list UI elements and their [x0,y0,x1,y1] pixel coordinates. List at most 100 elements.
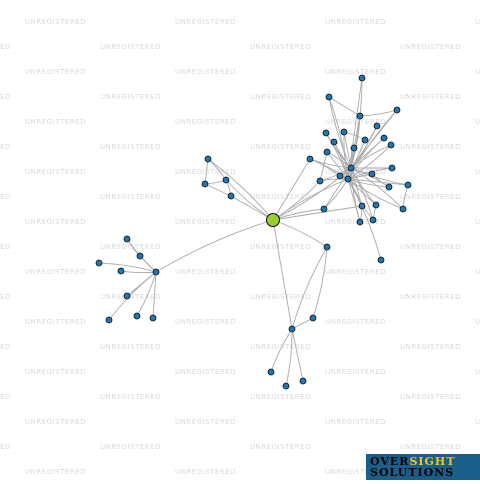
graph-node[interactable] [133,312,141,320]
graph-node[interactable] [393,106,401,114]
graph-node[interactable] [344,175,352,183]
watermark-text: UNREGISTERED [25,268,86,276]
watermark-text: UNREGISTERED [475,68,480,76]
graph-node[interactable] [325,93,333,101]
watermark-text: UNREGISTERED [475,218,480,226]
graph-edge [350,115,361,169]
graph-node[interactable] [299,377,307,385]
graph-node[interactable] [136,252,144,260]
graph-node[interactable] [204,155,212,163]
watermark-text: UNREGISTERED [475,168,480,176]
oversight-solutions-logo: OVERSIGHT SOLUTIONS [366,454,480,480]
graph-node[interactable] [356,112,364,120]
watermark-text: UNREGISTERED [0,193,11,201]
graph-node[interactable] [385,183,393,191]
graph-edge [312,246,328,319]
watermark-text: UNREGISTERED [250,443,311,451]
watermark-text: UNREGISTERED [25,118,86,126]
graph-node[interactable] [117,267,125,275]
watermark-text: UNREGISTERED [400,243,461,251]
graph-node[interactable] [323,243,331,251]
watermark-text: UNREGISTERED [475,318,480,326]
watermark-text: UNREGISTERED [25,368,86,376]
graph-edge [291,328,304,382]
graph-node[interactable] [322,129,330,137]
graph-node[interactable] [227,192,235,200]
watermark-text: UNREGISTERED [325,418,386,426]
watermark-text: UNREGISTERED [175,418,236,426]
watermark-text: UNREGISTERED [0,393,11,401]
graph-node[interactable] [123,235,131,243]
graph-node[interactable] [387,141,395,149]
watermark-text: UNREGISTERED [25,318,86,326]
graph-node[interactable] [152,268,160,276]
graph-edge [155,219,274,273]
watermark-text: UNREGISTERED [100,243,161,251]
graph-node[interactable] [350,144,358,152]
graph-node[interactable] [358,74,366,82]
graph-node[interactable] [340,128,348,136]
graph-node[interactable] [373,122,381,130]
watermark-text: UNREGISTERED [175,18,236,26]
graph-node[interactable] [95,259,103,267]
watermark-text: UNREGISTERED [400,93,461,101]
watermark-text: UNREGISTERED [475,368,480,376]
graph-node[interactable] [222,176,230,184]
watermark-text: UNREGISTERED [0,93,11,101]
graph-node[interactable] [347,164,355,172]
watermark-text: UNREGISTERED [100,193,161,201]
graph-node[interactable] [320,205,328,213]
logo-word-over: OVER [370,455,410,468]
watermark-text: UNREGISTERED [325,68,386,76]
watermark-text: UNREGISTERED [475,268,480,276]
graph-node[interactable] [356,218,364,226]
graph-node[interactable] [358,202,366,210]
watermark-text: UNREGISTERED [250,193,311,201]
graph-node[interactable] [105,316,113,324]
graph-node[interactable] [267,368,275,376]
watermark-text: UNREGISTERED [25,168,86,176]
graph-edge [136,271,157,317]
graph-node[interactable] [309,314,317,322]
graph-node[interactable] [369,216,377,224]
graph-node[interactable] [123,292,131,300]
graph-node[interactable] [323,148,331,156]
watermark-text: UNREGISTERED [325,468,386,476]
graph-node[interactable] [361,136,369,144]
graph-node[interactable] [372,201,380,209]
watermark-text: UNREGISTERED [325,268,386,276]
watermark-text: UNREGISTERED [250,343,311,351]
graph-node[interactable] [282,382,290,390]
graph-node[interactable] [149,314,157,322]
watermark-text: UNREGISTERED [400,443,461,451]
watermark-text: UNREGISTERED [325,218,386,226]
graph-edge [347,178,390,188]
graph-edge [270,328,293,373]
watermark-layer: UNREGISTERED UNREGISTERED UNREGISTERED UNRE… [0,18,480,476]
central-entity-node[interactable] [266,213,280,227]
graph-node[interactable] [380,134,388,142]
graph-node[interactable] [368,170,376,178]
graph-node[interactable] [288,325,296,333]
watermark-text: UNREGISTERED [175,318,236,326]
watermark-text: UNREGISTERED [0,143,11,151]
graph-node[interactable] [388,164,396,172]
watermark-text: UNREGISTERED [25,68,86,76]
graph-node[interactable] [399,205,407,213]
graph-node[interactable] [316,177,324,185]
graph-node[interactable] [336,172,344,180]
graph-edge [347,139,366,180]
graph-edge [98,262,157,273]
watermark-text: UNREGISTERED [325,318,386,326]
graph-edge [328,96,349,180]
graph-node[interactable] [330,138,338,146]
graph-node[interactable] [377,256,385,264]
graph-node[interactable] [306,155,314,163]
graph-node[interactable] [404,181,412,189]
watermark-text: UNREGISTERED [0,343,11,351]
graph-node[interactable] [201,180,209,188]
graph-edge [347,178,382,261]
watermark-text: UNREGISTERED [100,343,161,351]
watermark-text: UNREGISTERED [400,343,461,351]
